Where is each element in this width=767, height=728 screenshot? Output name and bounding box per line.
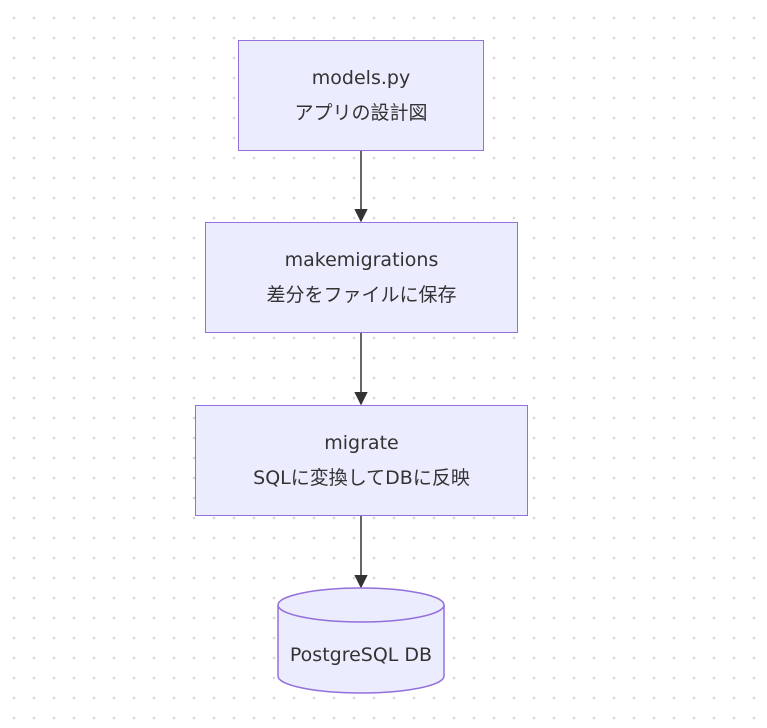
node-migrate-subtitle: SQLに変換してDBに反映 (253, 466, 470, 489)
database-cylinder-body (277, 605, 445, 694)
node-migrate: migrate SQLに変換してDBに反映 (195, 405, 528, 516)
node-migrate-title: migrate (324, 431, 399, 454)
database-cylinder-top (277, 587, 445, 623)
node-makemigrations-subtitle: 差分をファイルに保存 (266, 283, 457, 306)
node-database-label: PostgreSQL DB (289, 644, 433, 666)
node-models-title: models.py (311, 66, 411, 89)
database-cylinder (277, 587, 445, 694)
node-models-subtitle: アプリの設計図 (294, 101, 428, 124)
node-makemigrations-title: makemigrations (284, 248, 439, 271)
node-makemigrations: makemigrations 差分をファイルに保存 (205, 222, 518, 333)
node-models-py: models.py アプリの設計図 (238, 40, 484, 151)
